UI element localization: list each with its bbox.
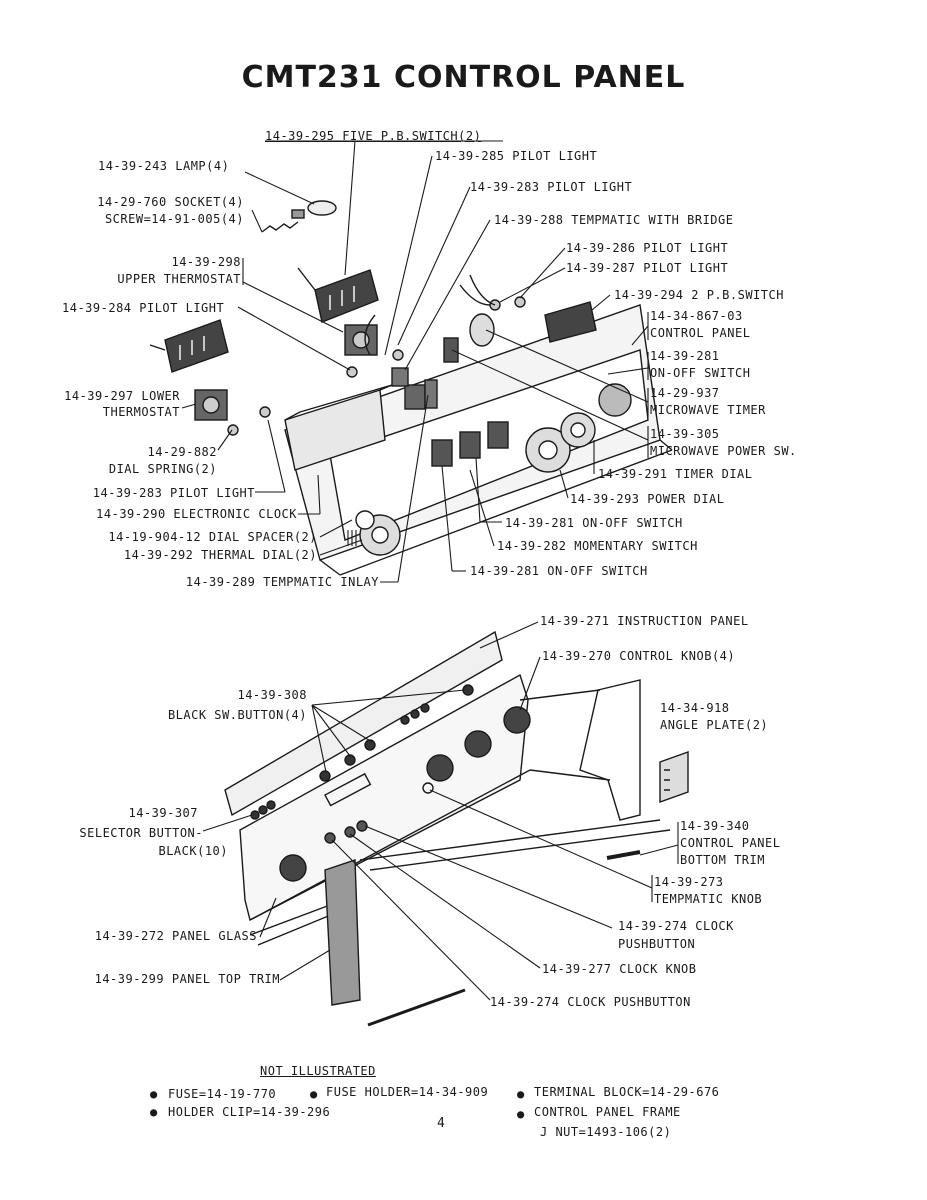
- upper-assembly-drawing: [149, 200, 673, 576]
- not-illustrated-item: CONTROL PANEL FRAME: [534, 1105, 681, 1119]
- label-lamp: 14-39-243 LAMP(4): [98, 159, 230, 173]
- label-pilot-light-283-top: 14-39-283 PILOT LIGHT: [470, 180, 633, 194]
- two-pb-switch-shape: [544, 301, 597, 343]
- page-number: 4: [437, 1116, 445, 1131]
- label-socket: 14-29-760 SOCKET(4): [97, 195, 244, 209]
- bullet-icon: ●: [150, 1087, 158, 1101]
- label-tempmatic-with-bridge: 14-39-288 TEMPMATIC WITH BRIDGE: [494, 213, 734, 227]
- label-five-pb-switch: 14-39-295 FIVE P.B.SWITCH(2): [265, 129, 482, 143]
- panel-glass-shape: [239, 673, 529, 922]
- label-pilot-light-287: 14-39-287 PILOT LIGHT: [566, 261, 729, 275]
- label-panel-glass: 14-39-272 PANEL GLASS: [94, 929, 257, 943]
- label-clock-pushbutton-a-2: PUSHBUTTON: [618, 937, 696, 951]
- label-clock-knob: 14-39-277 CLOCK KNOB: [542, 962, 697, 976]
- label-black-button: BLACK SW.BUTTON(4): [167, 708, 307, 722]
- instruction-panel-shape: [224, 630, 503, 817]
- label-dial-spacer: 14-19-904-12 DIAL SPACER(2): [108, 530, 317, 544]
- pilot-light-286-shape: [514, 296, 526, 308]
- label-onoff-switch-281-pn: 14-39-281: [650, 349, 720, 363]
- label-microwave-power: MICROWAVE POWER SW.: [650, 444, 797, 458]
- lower-assembly-drawing: [224, 630, 689, 1027]
- five-pb-switch-upper-shape: [314, 269, 379, 323]
- control-knob-4: [503, 706, 531, 734]
- label-bottom-trim-1: CONTROL PANEL: [680, 836, 781, 850]
- label-control-panel: CONTROL PANEL: [650, 326, 751, 340]
- label-onoff-switch-a: 14-39-281 ON-OFF SWITCH: [505, 516, 683, 530]
- control-knob-3: [464, 730, 492, 758]
- label-panel-top-trim: 14-39-299 PANEL TOP TRIM: [94, 972, 280, 986]
- electronic-clock-shape: [284, 389, 386, 471]
- label-angle-plate: ANGLE PLATE(2): [660, 718, 769, 732]
- label-lower-thermostat-pn: 14-39-297 LOWER: [64, 389, 180, 403]
- label-selector-button-1: SELECTOR BUTTON-: [79, 826, 203, 840]
- label-microwave-timer: MICROWAVE TIMER: [650, 403, 766, 417]
- label-pilot-light-285: 14-39-285 PILOT LIGHT: [435, 149, 598, 163]
- label-microwave-power-pn: 14-39-305: [650, 427, 720, 441]
- label-bottom-trim-pn: 14-39-340: [680, 819, 750, 833]
- not-illustrated-item: HOLDER CLIP=14-39-296: [168, 1105, 331, 1119]
- lamp-shape: [307, 200, 337, 216]
- bullet-icon: ●: [150, 1105, 158, 1119]
- label-tempmatic-knob: TEMPMATIC KNOB: [654, 892, 763, 906]
- label-power-dial: 14-39-293 POWER DIAL: [570, 492, 725, 506]
- angle-frame: [579, 679, 641, 821]
- lower-leader-lines: [202, 621, 679, 1001]
- label-onoff-switch-b: 14-39-281 ON-OFF SWITCH: [470, 564, 648, 578]
- page-title: CMT231 CONTROL PANEL: [241, 60, 686, 95]
- label-pilot-light-284: 14-39-284 PILOT LIGHT: [62, 301, 225, 315]
- label-lower-thermostat: THERMOSTAT: [102, 405, 180, 419]
- label-black-button-pn: 14-39-308: [237, 688, 307, 702]
- label-upper-thermostat: UPPER THERMOSTAT: [117, 272, 241, 286]
- label-momentary-switch: 14-39-282 MOMENTARY SWITCH: [497, 539, 698, 553]
- label-two-pb-switch: 14-39-294 2 P.B.SWITCH: [614, 288, 784, 302]
- five-pb-switch-lower-shape: [164, 319, 229, 373]
- label-dial-spring-pn: 14-29-882: [147, 445, 217, 459]
- not-illustrated-item: TERMINAL BLOCK=14-29-676: [534, 1085, 720, 1099]
- bullet-icon: ●: [517, 1107, 525, 1121]
- upper-leader-lines: [181, 140, 649, 583]
- label-onoff-switch-281: ON-OFF SWITCH: [650, 366, 751, 380]
- microwave-timer-shape: [598, 383, 632, 417]
- momentary-switch-shape: [459, 431, 481, 459]
- label-electronic-clock: 14-39-290 ELECTRONIC CLOCK: [96, 507, 297, 521]
- label-thermal-dial: 14-39-292 THERMAL DIAL(2): [123, 548, 317, 562]
- label-instruction-panel: 14-39-271 INSTRUCTION PANEL: [540, 614, 749, 628]
- label-selector-button-2: BLACK(10): [158, 844, 228, 858]
- label-timer-dial: 14-39-291 TIMER DIAL: [598, 467, 753, 481]
- label-screw: SCREW=14-91-005(4): [104, 212, 244, 226]
- label-pilot-light-283-low: 14-39-283 PILOT LIGHT: [92, 486, 255, 500]
- front-leg: [324, 859, 361, 1006]
- socket-shape: [261, 221, 299, 233]
- label-microwave-timer-pn: 14-29-937: [650, 386, 720, 400]
- not-illustrated-heading: NOT ILLUSTRATED: [260, 1064, 376, 1078]
- bottom-rail: [359, 819, 661, 861]
- label-dial-spring: DIAL SPRING(2): [108, 462, 217, 476]
- onoff-switch-shape: [431, 439, 453, 467]
- control-knob-2: [426, 754, 454, 782]
- label-pilot-light-286: 14-39-286 PILOT LIGHT: [566, 241, 729, 255]
- control-knob-1: [279, 854, 307, 882]
- label-clock-pushbutton-b: 14-39-274 CLOCK PUSHBUTTON: [490, 995, 691, 1009]
- label-tempmatic-inlay: 14-39-289 TEMPMATIC INLAY: [185, 575, 379, 589]
- label-control-panel-pn: 14-34-867-03: [650, 309, 743, 323]
- label-control-knob: 14-39-270 CONTROL KNOB(4): [542, 649, 736, 663]
- label-selector-button-pn: 14-39-307: [128, 806, 198, 820]
- bullet-icon: ●: [517, 1087, 525, 1101]
- label-clock-pushbutton-a-1: 14-39-274 CLOCK: [618, 919, 734, 933]
- label-tempmatic-knob-pn: 14-39-273: [654, 875, 724, 889]
- label-bottom-trim-2: BOTTOM TRIM: [680, 853, 765, 867]
- not-illustrated-item: FUSE=14-19-770: [168, 1087, 277, 1101]
- label-angle-plate-pn: 14-34-918: [660, 701, 730, 715]
- angle-plate-shape: [659, 751, 689, 803]
- label-upper-thermostat-pn: 14-39-298: [171, 255, 241, 269]
- bullet-icon: ●: [310, 1087, 318, 1101]
- not-illustrated-item: J NUT=1493-106(2): [540, 1125, 672, 1139]
- not-illustrated-item: FUSE HOLDER=14-34-909: [326, 1085, 489, 1099]
